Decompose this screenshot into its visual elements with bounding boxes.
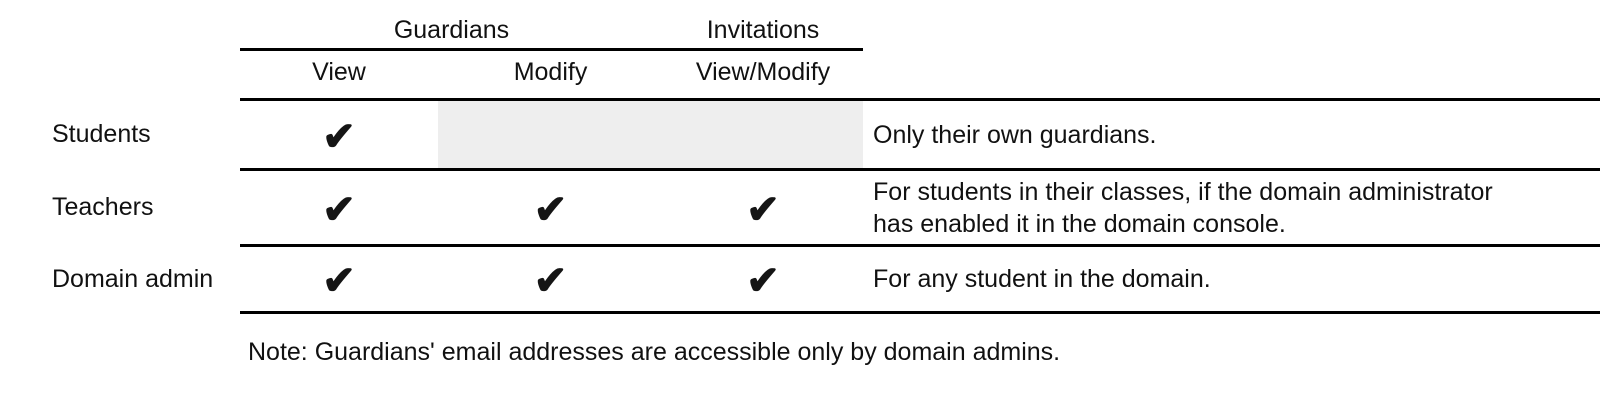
row-label-students: Students xyxy=(52,120,151,148)
column-header-note xyxy=(863,50,1600,100)
check-icon: ✔ xyxy=(322,187,356,232)
cell-teachers-invitations: ✔ xyxy=(663,168,864,246)
cell-students-note: Only their own guardians. xyxy=(863,98,1600,170)
cell-domain-admin-note: For any student in the domain. xyxy=(863,244,1600,313)
cell-domain-admin-invitations: ✔ xyxy=(663,244,864,313)
cell-students-guardians-view: ✔ xyxy=(240,98,438,170)
table-row: Students ✔ Only their own guardians. xyxy=(0,98,1600,170)
bottom-rule-segment xyxy=(863,311,1600,315)
bottom-rule-segment xyxy=(240,311,438,315)
footnote-text: Note: Guardians' email addresses are acc… xyxy=(248,338,1061,366)
group-header-blank-left xyxy=(0,0,240,50)
column-header-role xyxy=(0,50,240,100)
cell-domain-admin-guardians-modify: ✔ xyxy=(438,244,664,313)
cell-domain-admin-guardians-view: ✔ xyxy=(240,244,438,313)
check-icon: ✔ xyxy=(322,114,356,159)
group-header-row: Guardians Invitations xyxy=(0,0,1600,51)
cell-students-invitations xyxy=(663,98,864,170)
cell-teachers-guardians-modify: ✔ xyxy=(438,168,664,246)
group-header-blank-right xyxy=(863,0,1600,50)
column-header-row: View Modify View/Modify xyxy=(0,50,1600,100)
bottom-rule-segment xyxy=(438,311,664,315)
note-line: Only their own guardians. xyxy=(873,120,1157,149)
check-icon: ✔ xyxy=(746,187,780,232)
guardian-permissions-table: Guardians Invitations View Modify View/M… xyxy=(0,0,1600,315)
column-header-invitations-view-modify: View/Modify xyxy=(695,58,831,86)
check-icon: ✔ xyxy=(533,187,568,232)
cell-teachers-guardians-view: ✔ xyxy=(240,168,438,246)
check-icon: ✔ xyxy=(322,259,356,303)
row-label-domain-admin: Domain admin xyxy=(52,264,214,293)
note-line: has enabled it in the domain console. xyxy=(873,209,1286,238)
note-line: For students in their classes, if the do… xyxy=(873,177,1493,206)
table-row: Domain admin ✔ ✔ ✔ For any student in th… xyxy=(0,244,1600,313)
table-row: Teachers ✔ ✔ ✔ For students in their cla… xyxy=(0,168,1600,246)
note-line: For any student in the domain. xyxy=(873,265,1211,293)
table-bottom-rule xyxy=(0,311,1600,315)
row-label-teachers: Teachers xyxy=(52,193,154,221)
cell-students-guardians-modify xyxy=(438,98,664,170)
group-header-invitations: Invitations xyxy=(663,0,864,51)
check-icon: ✔ xyxy=(533,259,568,303)
check-icon: ✔ xyxy=(746,259,780,303)
column-header-guardians-modify: Modify xyxy=(513,58,588,86)
bottom-rule-role-gap xyxy=(0,313,240,315)
bottom-rule-segment xyxy=(663,311,864,315)
column-header-guardians-view: View xyxy=(312,58,366,86)
cell-teachers-note: For students in their classes, if the do… xyxy=(863,168,1600,246)
group-header-guardians: Guardians xyxy=(240,0,664,51)
